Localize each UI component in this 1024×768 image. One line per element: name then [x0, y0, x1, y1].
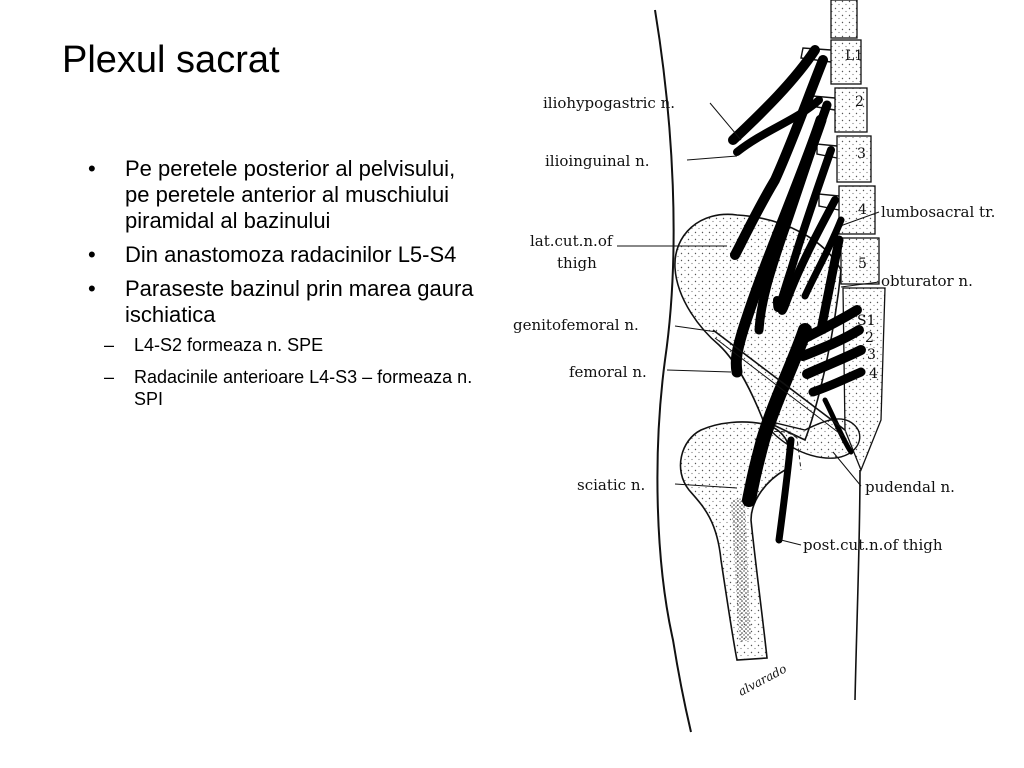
- vertebra-label: L1: [845, 48, 863, 64]
- label-lat-cut-line2: thigh: [557, 254, 597, 272]
- label-femoral: femoral n.: [569, 363, 647, 381]
- bullet-marker: •: [88, 156, 96, 181]
- artist-signature: alvarado: [736, 662, 789, 699]
- sub-bullet-list: – L4-S2 formeaza n. SPE – Radacinile ant…: [104, 334, 478, 410]
- label-post-cut: post.cut.n.of thigh: [803, 536, 943, 554]
- vertebra-label: 2: [855, 94, 864, 110]
- bullet-marker: •: [88, 242, 96, 267]
- label-obturator: obturator n.: [881, 272, 973, 290]
- genitofemoral-course: [712, 329, 846, 431]
- bullet-item: • Paraseste bazinul prin marea gaura isc…: [88, 276, 478, 410]
- femur-shaft-hatch: [731, 498, 751, 642]
- bullet-text: Paraseste bazinul prin marea gaura ischi…: [125, 276, 474, 327]
- label-lumbosacral: lumbosacral tr.: [881, 203, 995, 221]
- sub-bullet-item: – L4-S2 formeaza n. SPE: [88, 334, 484, 356]
- label-pudendal: pudendal n.: [865, 478, 955, 496]
- sacral-plexus-diagram: iliohypogastric n. ilioinguinal n. lat.c…: [505, 0, 1024, 768]
- vertebra-label: 3: [857, 146, 866, 162]
- bullet-marker: •: [88, 276, 96, 301]
- lumbar-plexus-nerves: [728, 45, 845, 378]
- label-lat-cut-line1: lat.cut.n.of: [530, 232, 614, 250]
- slide-title: Plexul sacrat: [62, 39, 280, 81]
- bullet-item: • Din anastomoza radacinilor L5-S4: [88, 242, 478, 268]
- label-ilioinguinal: ilioinguinal n.: [545, 152, 650, 170]
- vertebra-label: 3: [867, 347, 876, 363]
- body-outline-left: [654, 9, 692, 733]
- diagram-svg: iliohypogastric n. ilioinguinal n. lat.c…: [513, 0, 995, 733]
- vertebra-label: 4: [858, 202, 867, 218]
- vertebra-label: 4: [869, 366, 878, 382]
- label-genitofemoral: genitofemoral n.: [513, 316, 639, 334]
- femur-neck-dash: [754, 431, 802, 471]
- bullet-item: • Pe peretele posterior al pelvisului, p…: [88, 156, 478, 234]
- bullet-list: • Pe peretele posterior al pelvisului, p…: [88, 156, 478, 410]
- vertebra-label: 5: [858, 256, 867, 272]
- leader-lines: [617, 102, 880, 546]
- vertebra-label: S1: [857, 313, 876, 329]
- body-outline-right: [854, 469, 861, 701]
- bullet-text: Pe peretele posterior al pelvisului, pe …: [125, 156, 456, 233]
- slide-content: • Pe peretele posterior al pelvisului, p…: [88, 156, 478, 420]
- sub-bullet-item: – Radacinile anterioare L4-S3 – formeaza…: [88, 366, 484, 410]
- sub-bullet-text: L4-S2 formeaza n. SPE: [134, 335, 324, 355]
- label-sciatic: sciatic n.: [577, 476, 645, 494]
- dash-marker: –: [104, 367, 115, 387]
- vertebra-label: 2: [865, 330, 874, 346]
- label-iliohypogastric: iliohypogastric n.: [543, 94, 675, 112]
- dash-marker: –: [104, 335, 115, 355]
- sub-bullet-text: Radacinile anterioare L4-S3 – formeaza n…: [134, 367, 473, 409]
- sacral-plexus-nerves: [742, 305, 866, 544]
- bullet-text: Din anastomoza radacinilor L5-S4: [125, 242, 457, 267]
